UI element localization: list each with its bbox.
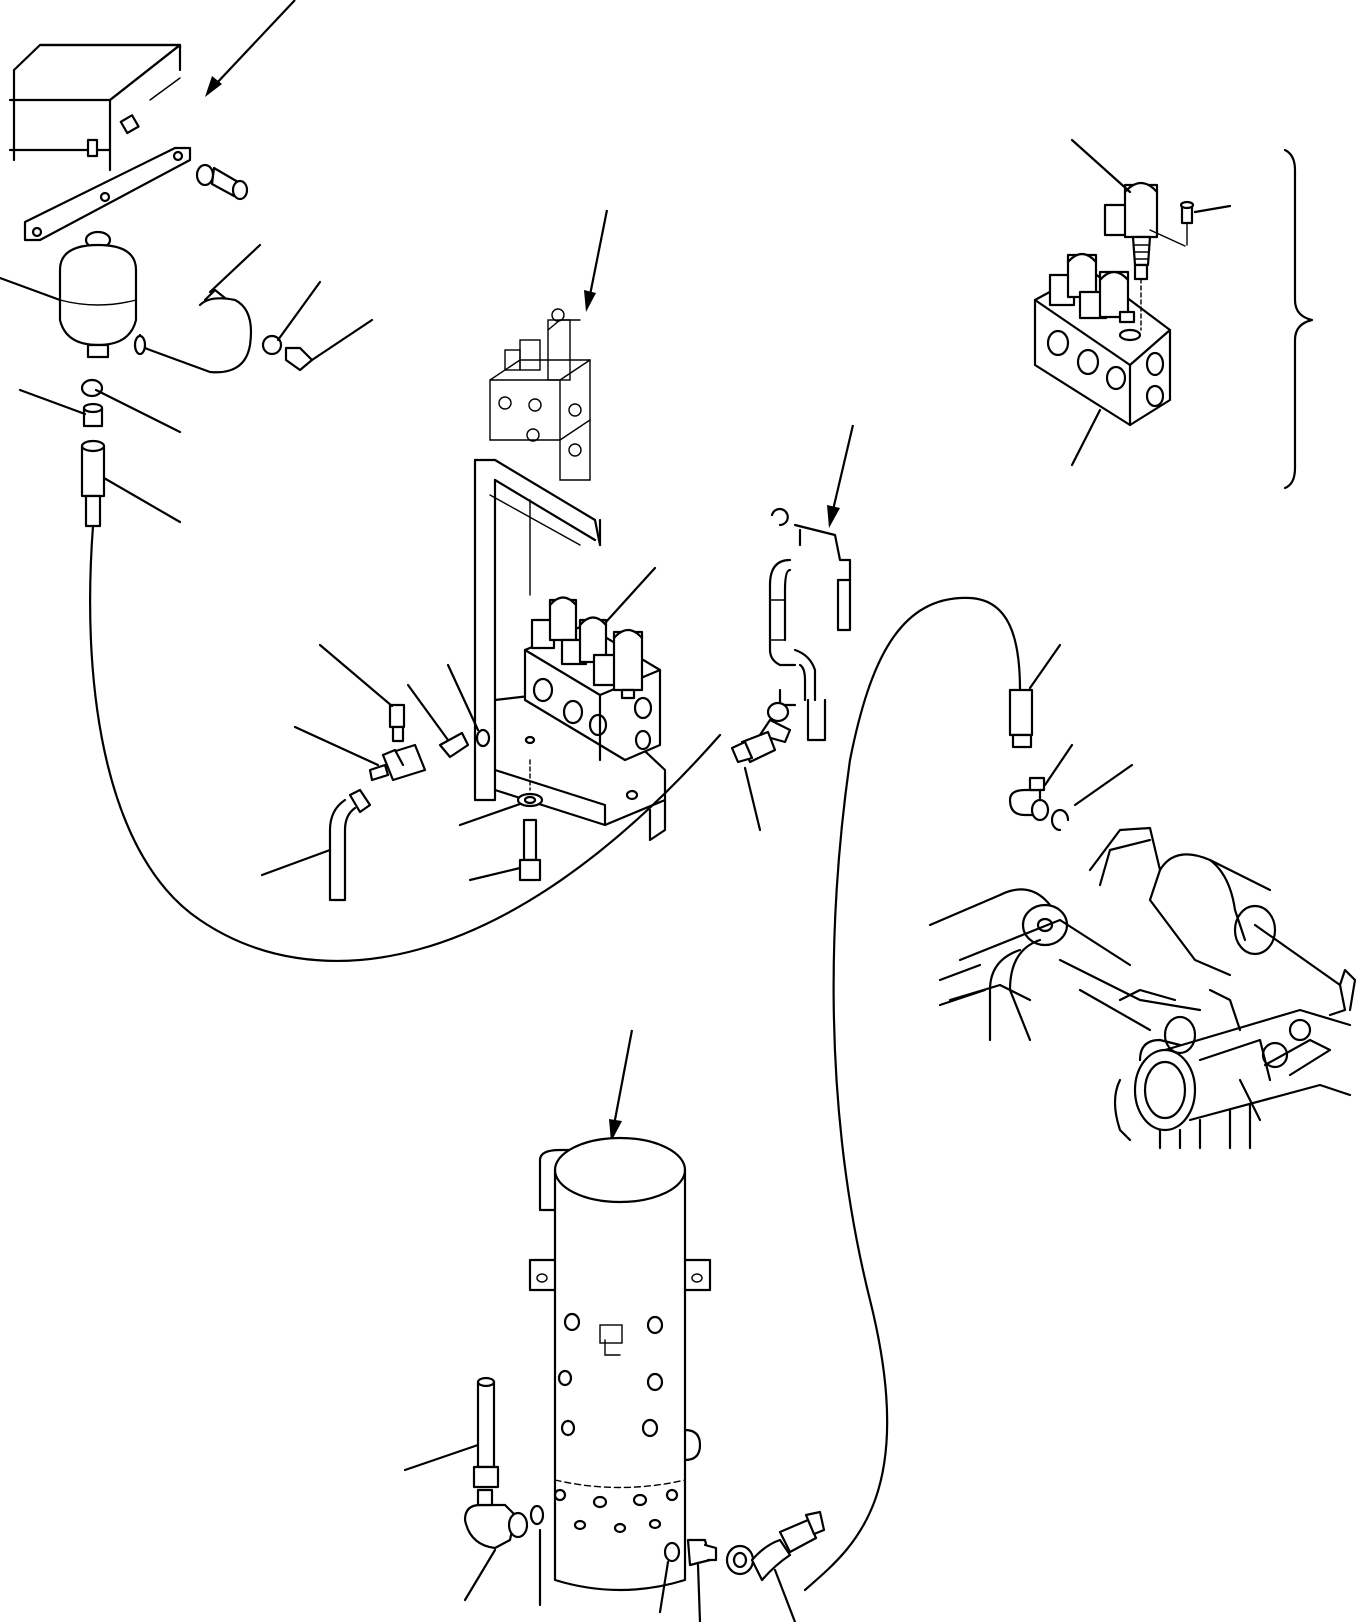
hose-right — [803, 596, 1022, 1592]
undercarriage-frame-group — [928, 826, 1357, 1150]
solenoid-valve-bracket-group — [260, 458, 667, 902]
right-fittings-group — [1008, 643, 1134, 832]
accumulator-group — [0, 230, 374, 528]
solenoid-valve-upper-group — [489, 209, 609, 481]
hose-left — [89, 524, 722, 963]
valve-assembly-detail-group — [1033, 138, 1314, 490]
swivel-joint-group — [403, 1029, 826, 1622]
tank-group — [8, 0, 296, 242]
tube-assembly-group — [730, 424, 855, 832]
